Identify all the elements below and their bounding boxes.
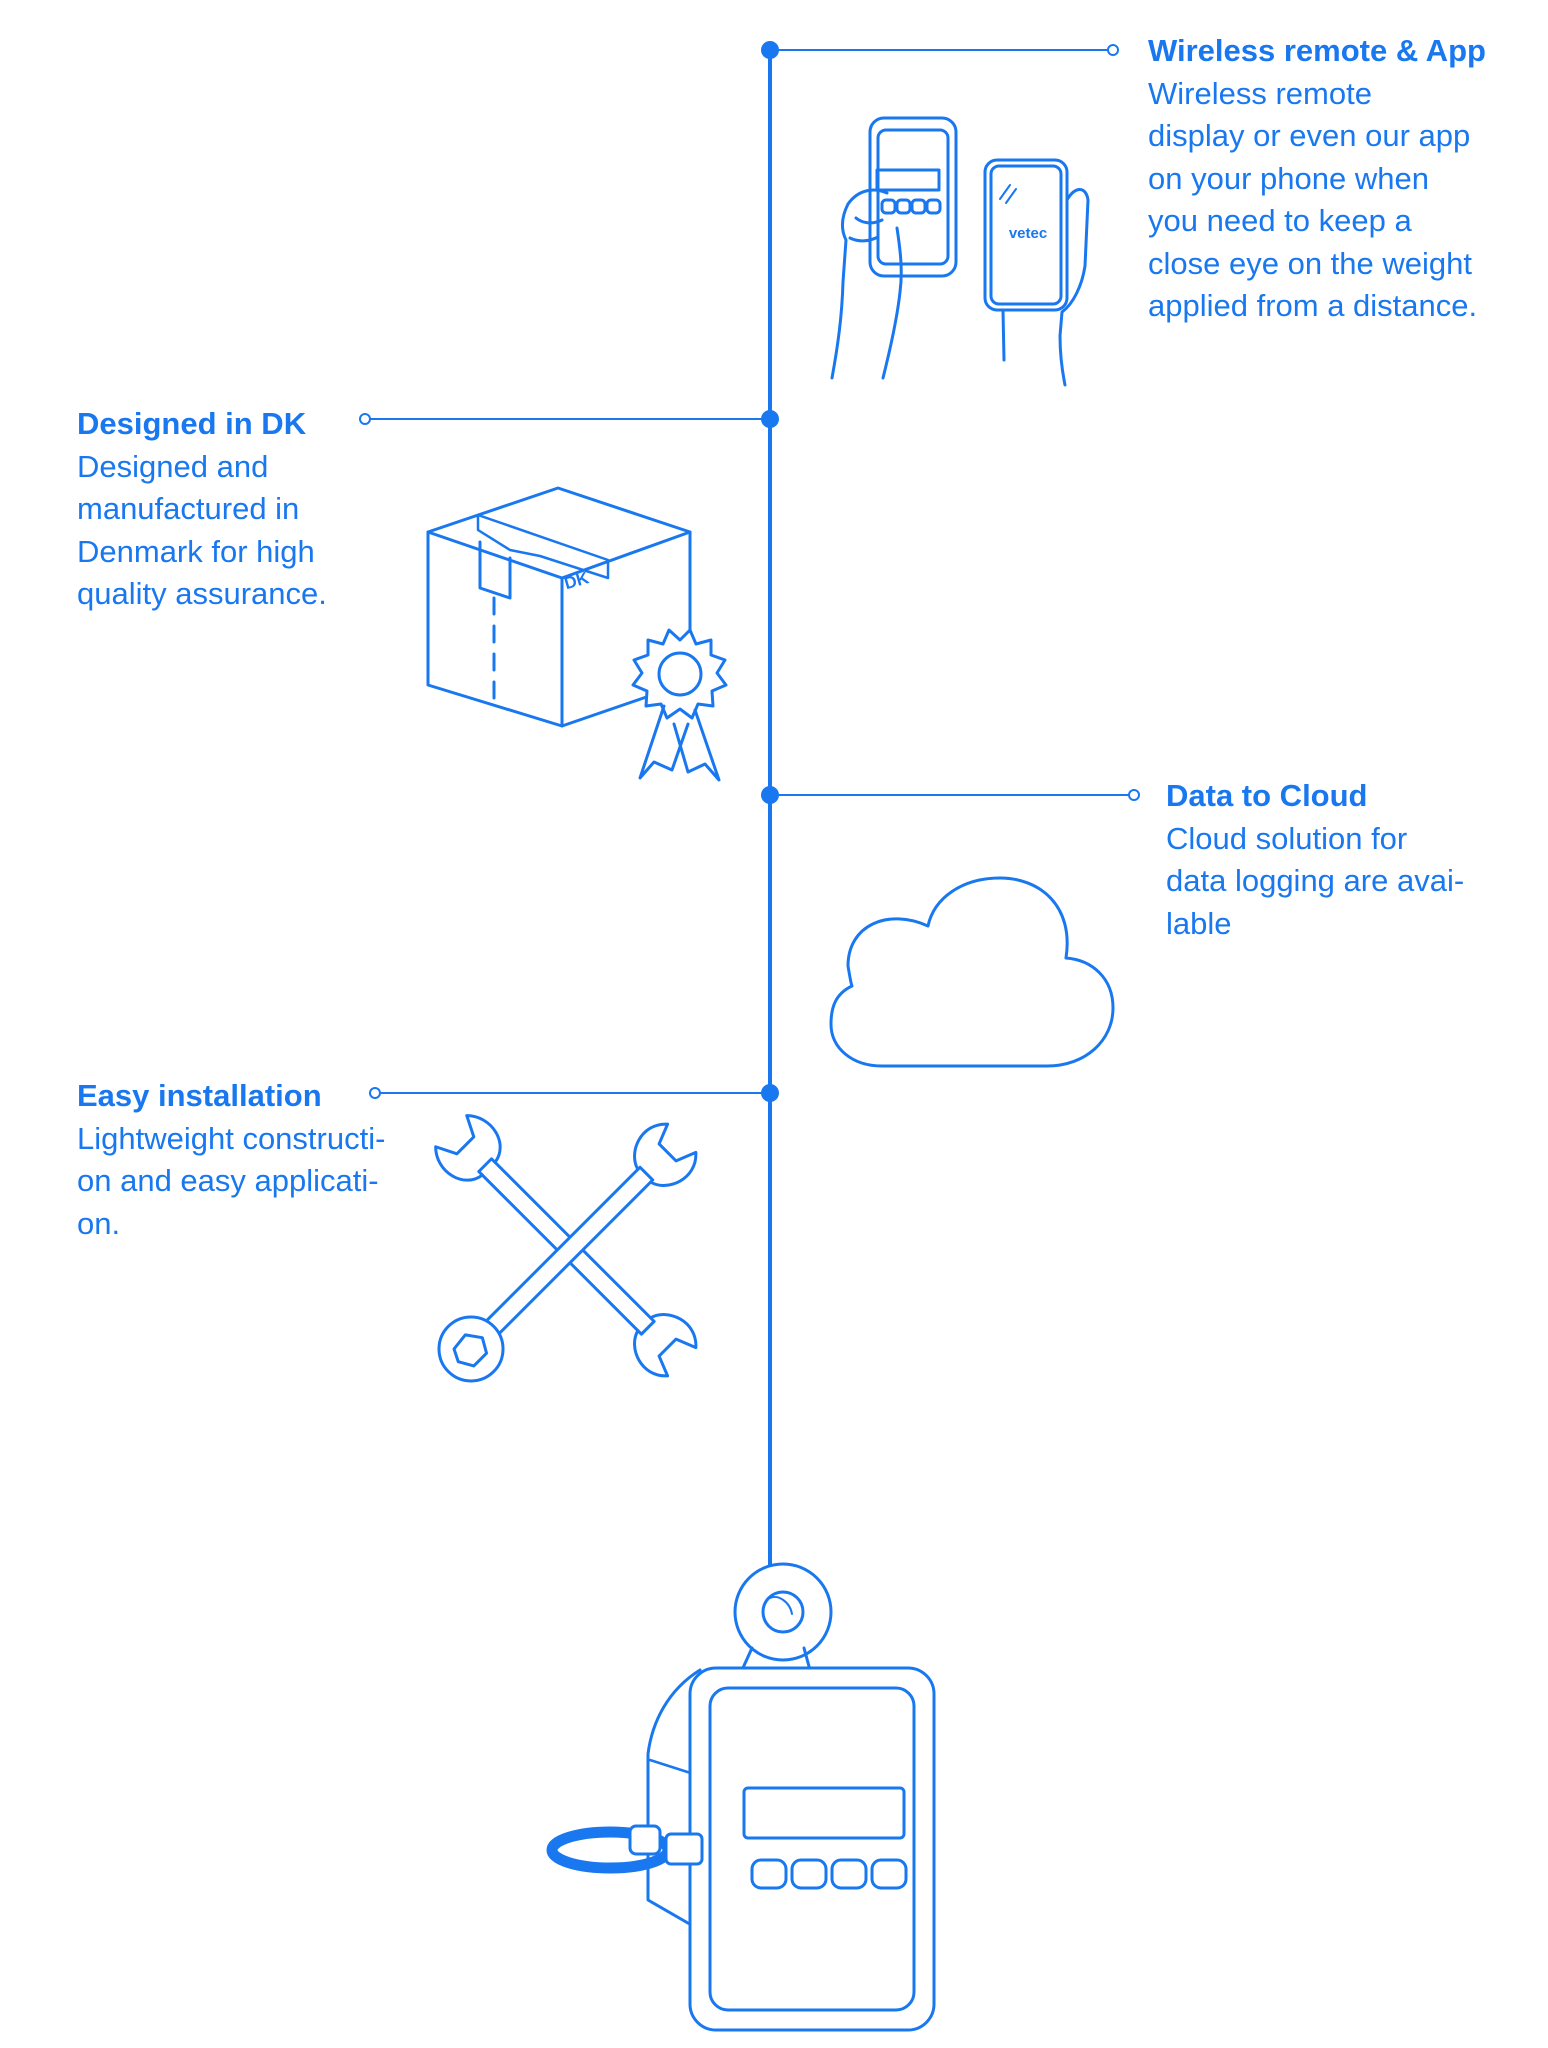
feature-designed-in-dk: Designed in DK Designed and manufactured… (77, 403, 367, 616)
connector-dk (359, 410, 779, 428)
connector-wireless (761, 41, 1119, 59)
feature-title: Data to Cloud (1166, 778, 1368, 813)
feature-description: Designed and manufactured in Denmark for… (77, 448, 327, 612)
cloud-icon (829, 876, 1115, 1068)
phone-brand-label: vetec (1009, 225, 1047, 242)
feature-wireless-remote: Wireless remote & App Wireless remote di… (1148, 30, 1538, 328)
feature-easy-installation: Easy installation Lightweight constructi… (77, 1075, 407, 1245)
feature-description: Cloud solution for data logging are avai… (1166, 820, 1465, 941)
feature-description: Lightweight constructi- on and easy appl… (77, 1120, 386, 1241)
box-with-badge-icon (426, 486, 728, 782)
connector-install (369, 1084, 779, 1102)
feature-title: Wireless remote & App (1148, 33, 1486, 68)
crossed-wrenches-icon (434, 1114, 698, 1383)
connector-cloud (761, 786, 1140, 804)
feature-title: Designed in DK (77, 406, 307, 441)
feature-description: Wireless remote display or even our app … (1148, 75, 1478, 324)
feature-title: Easy installation (77, 1078, 322, 1113)
remote-and-phone-icon (830, 116, 1090, 387)
crane-scale-icon (546, 1562, 936, 2032)
feature-data-to-cloud: Data to Cloud Cloud solution for data lo… (1166, 775, 1536, 945)
